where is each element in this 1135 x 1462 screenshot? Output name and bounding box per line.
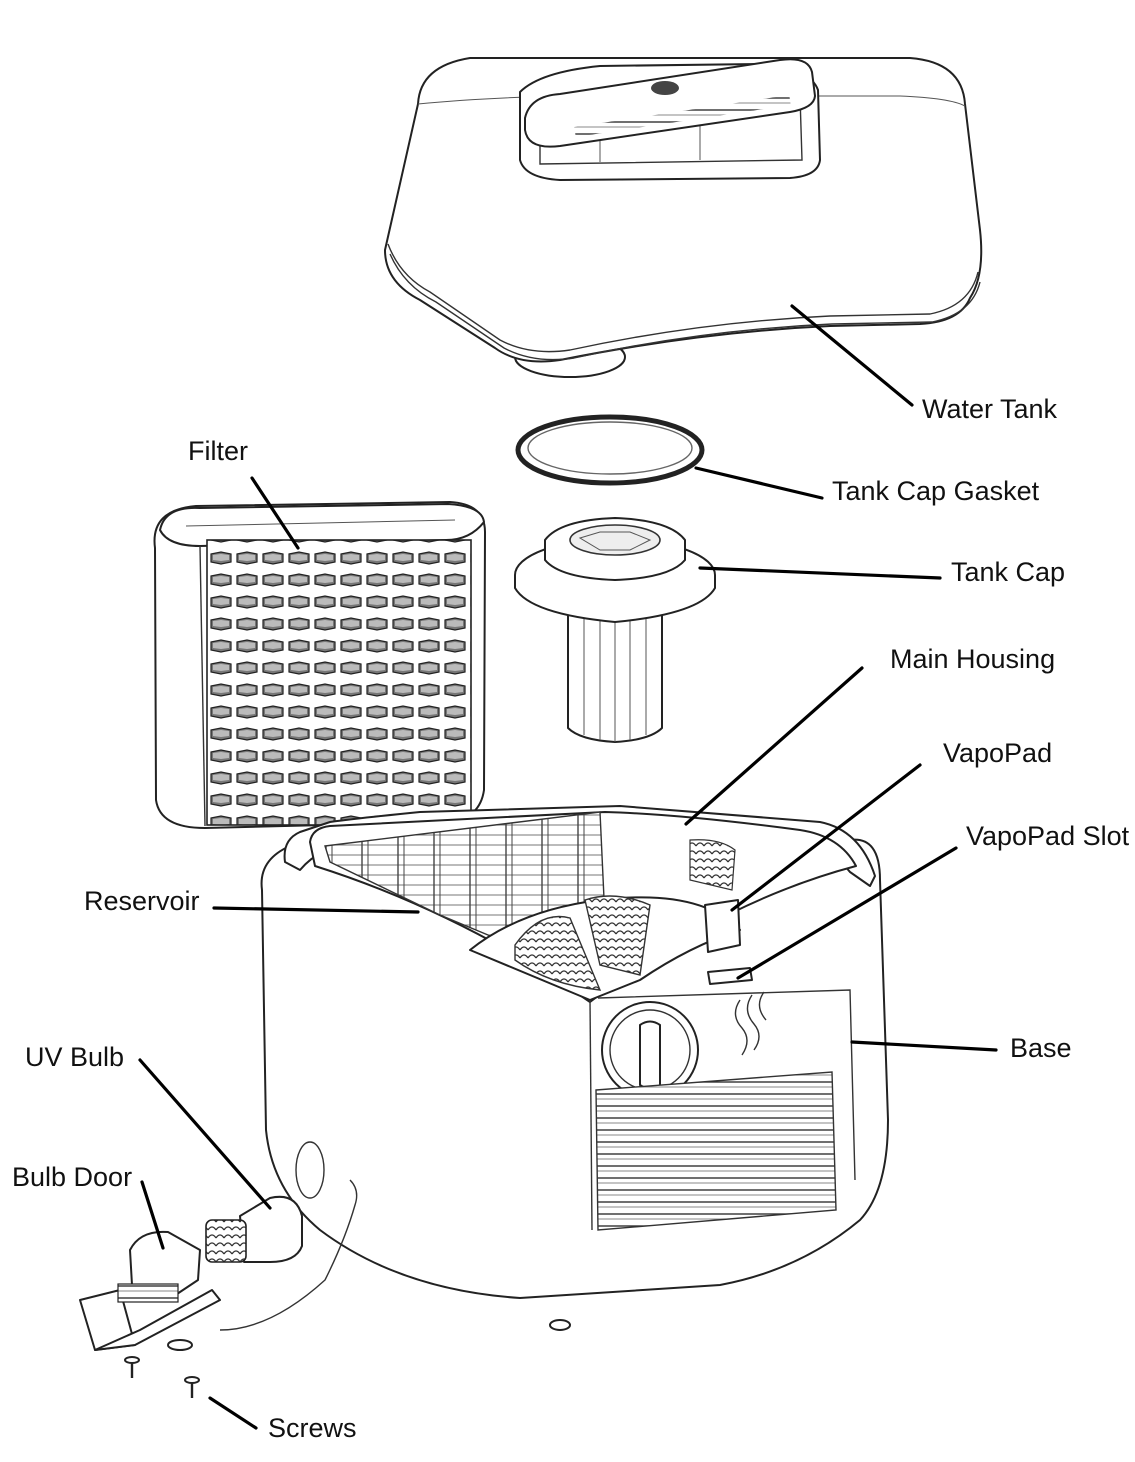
tank-cap-leader — [698, 566, 942, 580]
screws-illustration — [124, 1356, 200, 1398]
vapopad-leader — [730, 763, 922, 912]
tank-cap-label: Tank Cap — [951, 557, 1065, 587]
base-leader — [850, 1040, 998, 1052]
vapopad-label: VapoPad — [943, 738, 1052, 768]
filter-label: Filter — [188, 436, 248, 466]
water-tank-illustration — [384, 57, 983, 378]
main-housing-label: Main Housing — [890, 644, 1055, 674]
base-illustration — [219, 805, 889, 1331]
water-tank-leader — [790, 304, 914, 407]
uv-bulb-illustration — [205, 1195, 303, 1263]
screws-label: Screws — [268, 1413, 357, 1443]
filter-illustration — [153, 501, 486, 829]
base-label: Base — [1010, 1033, 1072, 1063]
vapopad-slot-label: VapoPad Slot — [966, 821, 1130, 851]
main-housing-leader — [684, 666, 864, 826]
filter-leader — [250, 476, 300, 550]
reservoir-label: Reservoir — [84, 886, 200, 916]
tank-cap-gasket-illustration — [515, 414, 705, 486]
bulb-door-leader — [140, 1180, 165, 1250]
screws-leader — [208, 1396, 258, 1430]
bulb-door-label: Bulb Door — [12, 1162, 132, 1192]
reservoir-leader — [212, 906, 420, 914]
water-tank-label: Water Tank — [922, 394, 1058, 424]
tank-cap-gasket-leader — [694, 466, 824, 500]
uv-bulb-leader — [138, 1058, 272, 1210]
tank-cap-illustration — [514, 517, 716, 743]
bulb-door-illustration — [79, 1230, 221, 1351]
vapopad-slot-leader — [736, 846, 958, 980]
tank-cap-gasket-label: Tank Cap Gasket — [832, 476, 1040, 506]
uv-bulb-label: UV Bulb — [25, 1042, 124, 1072]
